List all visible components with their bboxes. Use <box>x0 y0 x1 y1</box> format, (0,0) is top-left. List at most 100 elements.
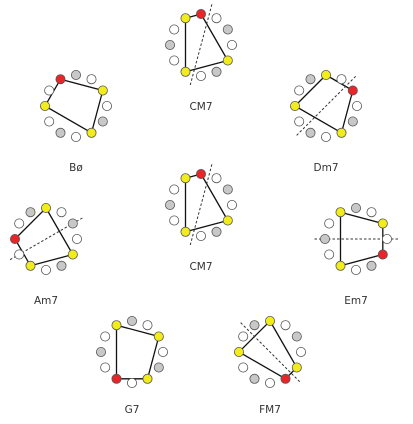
chromatic-dot <box>264 377 275 388</box>
chord-wheel-em7: Em7 <box>314 202 398 307</box>
scale-tone-dot <box>96 346 107 357</box>
root-dot <box>111 373 122 384</box>
chromatic-dot <box>226 199 237 210</box>
chord-wheel-fm7: FM7 <box>233 315 306 416</box>
chord-tone-dot <box>336 127 347 138</box>
chord-wheel-b-half-diminished: Bø <box>40 70 113 174</box>
scale-tone-dot <box>153 362 164 373</box>
root-dot <box>280 373 291 384</box>
chord-tone-dot <box>320 70 331 81</box>
symmetry-axis <box>189 4 213 86</box>
root-dot <box>377 249 388 260</box>
chord-polygon <box>14 206 74 267</box>
chord-label: CM7 <box>189 261 212 273</box>
chromatic-dot <box>41 264 52 275</box>
scale-tone-dot <box>305 127 316 138</box>
scale-tone-dot <box>164 199 175 210</box>
chromatic-dot <box>100 362 111 373</box>
scale-tone-dot <box>56 260 67 271</box>
chord-polygon <box>115 324 160 380</box>
chord-tone-dot <box>180 226 191 237</box>
chromatic-dot <box>157 346 168 357</box>
chord-label: G7 <box>125 404 140 416</box>
scale-tone-dot <box>97 116 108 127</box>
scale-tone-dot <box>305 74 316 85</box>
chord-tone-dot <box>180 173 191 184</box>
chromatic-dot <box>14 218 25 229</box>
chromatic-dot <box>44 85 55 96</box>
symmetry-axis <box>295 75 357 137</box>
chromatic-dot <box>169 215 180 226</box>
scale-tone-dot <box>71 70 82 81</box>
chord-tone-dot <box>180 13 191 24</box>
chromatic-dot <box>72 233 83 244</box>
scale-tone-dot <box>211 66 222 77</box>
chromatic-dot <box>381 233 392 244</box>
chromatic-dot <box>211 13 222 24</box>
chromatic-dot <box>169 55 180 66</box>
chord-tone-dot <box>25 260 36 271</box>
chord-tone-dot <box>97 85 108 96</box>
chord-tone-dot <box>233 346 244 357</box>
scale-tone-dot <box>67 218 78 229</box>
scale-tone-dot <box>127 315 138 326</box>
chord-tone-dot <box>153 331 164 342</box>
symmetry-axis <box>239 321 301 383</box>
chord-tone-dot <box>111 320 122 331</box>
root-dot <box>347 85 358 96</box>
chord-tone-dot <box>264 315 275 326</box>
chromatic-dot <box>324 249 335 260</box>
chromatic-dot <box>351 101 362 112</box>
chord-tone-dot <box>41 202 52 213</box>
chromatic-dot <box>195 71 206 82</box>
scale-tone-dot <box>55 127 66 138</box>
chromatic-dot <box>127 377 138 388</box>
chromatic-dot <box>295 346 306 357</box>
chromatic-dot <box>44 116 55 127</box>
chromatic-dot <box>14 249 25 260</box>
chromatic-dot <box>71 131 82 142</box>
chromatic-dot <box>169 24 180 35</box>
scale-tone-dot <box>366 260 377 271</box>
root-dot <box>55 74 66 85</box>
chromatic-dot <box>100 331 111 342</box>
chromatic-dot <box>169 184 180 195</box>
chord-label: Am7 <box>34 295 58 307</box>
chord-tone-dot <box>86 127 97 138</box>
chromatic-dot <box>324 218 335 229</box>
chromatic-dot <box>102 101 113 112</box>
root-dot <box>195 168 206 179</box>
scale-tone-dot <box>249 373 260 384</box>
chromatic-dot <box>211 173 222 184</box>
chord-tone-dot <box>335 207 346 218</box>
scale-tone-dot <box>249 320 260 331</box>
chord-tone-dot <box>335 260 346 271</box>
chromatic-dot <box>294 116 305 127</box>
scale-tone-dot <box>350 202 361 213</box>
scale-tone-dot <box>164 40 175 51</box>
chromatic-dot <box>320 131 331 142</box>
chromatic-dot <box>238 331 249 342</box>
chromatic-dot <box>238 362 249 373</box>
chord-label: CM7 <box>189 101 212 113</box>
symmetry-axis <box>189 164 213 246</box>
scale-tone-dot <box>319 233 330 244</box>
chord-tone-dot <box>142 373 153 384</box>
chord-tone-dot <box>377 218 388 229</box>
chromatic-dot <box>350 264 361 275</box>
chord-wheel-dm7: Dm7 <box>289 70 362 174</box>
scale-tone-dot <box>291 331 302 342</box>
scale-tone-dot <box>211 226 222 237</box>
chord-tone-dot <box>67 249 78 260</box>
chord-tone-dot <box>40 101 51 112</box>
chord-tone-dot <box>222 55 233 66</box>
scale-tone-dot <box>25 207 36 218</box>
chromatic-dot <box>366 207 377 218</box>
chromatic-dot <box>294 85 305 96</box>
chord-tone-dot <box>291 362 302 373</box>
chord-label: FM7 <box>259 404 281 416</box>
chord-tone-dot <box>289 101 300 112</box>
root-dot <box>195 8 206 19</box>
chord-wheel-cm7-top: CM7 <box>164 4 237 113</box>
